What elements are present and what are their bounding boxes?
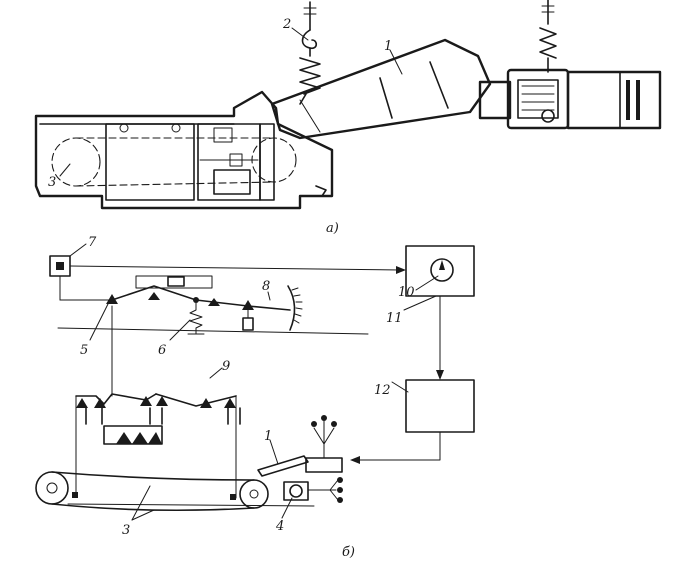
leader-11 bbox=[403, 295, 437, 311]
leader-8 bbox=[267, 291, 271, 301]
leader-2-top bbox=[291, 27, 309, 41]
leader-7 bbox=[69, 243, 87, 257]
dial-scale-8 bbox=[287, 285, 303, 331]
label-9: 9 bbox=[222, 359, 230, 374]
sensor-7 bbox=[49, 255, 113, 301]
label-1-top: 1 bbox=[384, 39, 392, 54]
arrowhead-to-1 bbox=[350, 456, 360, 464]
drive-unit bbox=[478, 68, 662, 130]
leader-1-top bbox=[389, 49, 403, 75]
leader-6 bbox=[169, 319, 191, 341]
label-1-bottom: 1 bbox=[264, 429, 272, 444]
leader-3-bottom-b bbox=[131, 509, 155, 521]
leader-4 bbox=[281, 497, 293, 519]
label-3-top: 3 bbox=[48, 175, 56, 190]
label-4: 4 bbox=[275, 519, 284, 534]
label-12: 12 bbox=[374, 383, 391, 398]
label-11: 11 bbox=[386, 311, 403, 326]
leader-10 bbox=[415, 275, 439, 291]
label-8: 8 bbox=[262, 279, 270, 294]
label-3-bottom: 3 bbox=[122, 523, 130, 538]
signal-line-12-1 bbox=[355, 431, 441, 461]
signal-line-7-11 bbox=[69, 265, 401, 271]
indicator-11 bbox=[405, 245, 475, 297]
drive-motor-4 bbox=[283, 477, 343, 503]
label-10: 10 bbox=[398, 285, 415, 300]
arrowhead-to-12 bbox=[436, 370, 444, 380]
sublabel-b: б) bbox=[342, 545, 355, 560]
right-suspension-hook bbox=[539, 0, 557, 73]
actuator-1 bbox=[257, 415, 343, 477]
machine-body bbox=[34, 90, 334, 210]
label-5: 5 bbox=[80, 343, 88, 358]
sublabel-a: а) bbox=[326, 221, 339, 236]
leader-9 bbox=[209, 367, 223, 379]
leader-5 bbox=[89, 303, 109, 341]
leader-3-top bbox=[59, 163, 71, 177]
conveyor-boom bbox=[270, 38, 492, 140]
figure-a: 1 2 3 а) bbox=[34, 0, 662, 236]
leader-1-bottom bbox=[269, 439, 279, 465]
label-2-top: 2 bbox=[282, 17, 291, 32]
lower-lever-assembly-9 bbox=[75, 393, 241, 445]
leader-3-bottom-a bbox=[131, 485, 151, 521]
label-7: 7 bbox=[88, 235, 97, 250]
label-6: 6 bbox=[158, 343, 166, 358]
arrowhead-to-11 bbox=[396, 266, 406, 274]
figure-b: 7 8 5 6 9 10 11 12 1 3 4 б) bbox=[35, 235, 475, 560]
frame-line bbox=[57, 327, 369, 335]
leader-12 bbox=[391, 381, 409, 393]
belt-pulleys bbox=[51, 137, 297, 187]
conveyor-belt-3 bbox=[35, 471, 315, 512]
controller-12 bbox=[405, 379, 475, 433]
weighing-lever-system bbox=[106, 275, 291, 335]
left-suspension-hook bbox=[299, 1, 321, 105]
